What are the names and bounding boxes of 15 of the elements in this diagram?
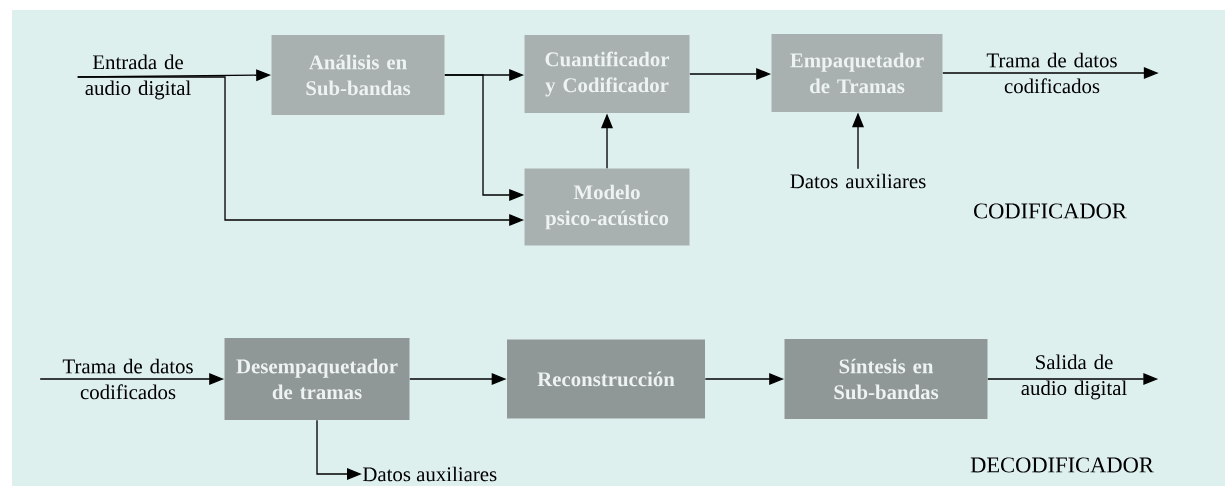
process-box: Empaquetador de Tramas — [771, 34, 943, 112]
section-label: DECODIFICADOR — [970, 457, 1154, 473]
process-box: Reconstrucción — [507, 339, 705, 419]
io-text: Datos auxiliares — [790, 173, 926, 189]
io-text: Trama de datos codificados — [62, 358, 193, 400]
process-box: Cuantificador y Codificador — [524, 35, 690, 113]
process-box: Desempaquetador de tramas — [224, 338, 410, 420]
io-text: Salida de audio digital — [1021, 354, 1127, 400]
section-label: CODIFICADOR — [974, 203, 1127, 219]
process-box: Análisis en Sub-bandas — [271, 35, 445, 115]
io-text: Trama de datos codificados — [986, 52, 1117, 94]
process-box: Síntesis en Sub-bandas — [784, 339, 988, 419]
io-text: Entrada de audio digital — [85, 54, 191, 100]
process-box: Modelo psico-acústico — [524, 168, 690, 246]
io-text: Datos auxiliares — [362, 466, 497, 482]
